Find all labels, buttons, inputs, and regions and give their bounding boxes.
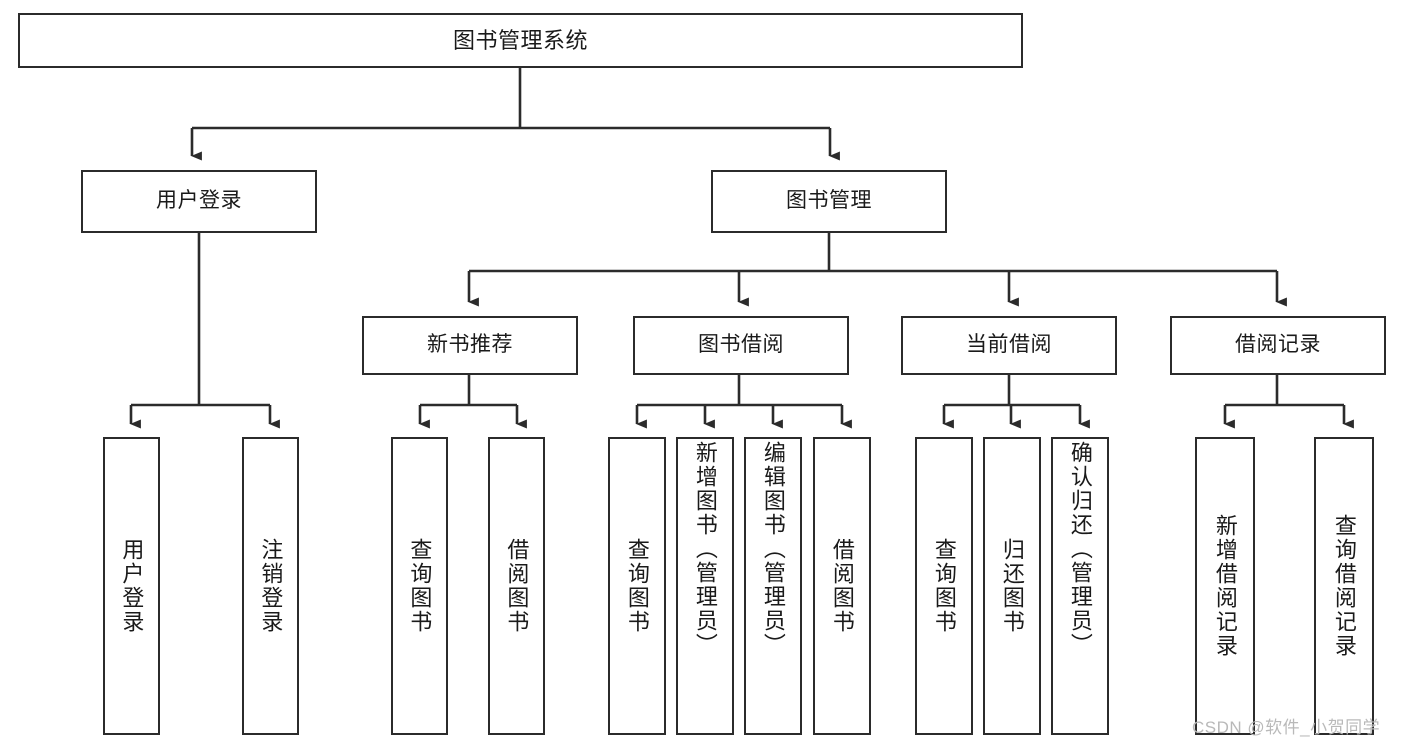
node-label: 借阅图书	[504, 538, 530, 634]
node-leaf-query-borrow-record[interactable]: 查询借阅记录	[1314, 437, 1374, 735]
node-leaf-confirm-return-admin[interactable]: 确认归还（管理员）	[1051, 437, 1109, 735]
node-label: 新增图书（管理员）	[692, 441, 718, 657]
node-label: 查询借阅记录	[1331, 514, 1357, 658]
node-label: 图书管理系统	[452, 27, 588, 53]
node-leaf-query-book-3[interactable]: 查询图书	[915, 437, 973, 735]
node-label: 查询图书	[407, 538, 433, 634]
node-leaf-edit-book-admin[interactable]: 编辑图书（管理员）	[744, 437, 802, 735]
node-leaf-query-book-1[interactable]: 查询图书	[391, 437, 448, 735]
node-leaf-return-book[interactable]: 归还图书	[983, 437, 1041, 735]
node-leaf-logout[interactable]: 注销登录	[242, 437, 299, 735]
node-book-management-system[interactable]: 图书管理系统	[18, 13, 1023, 68]
node-leaf-user-login[interactable]: 用户登录	[103, 437, 160, 735]
node-label: 查询图书	[931, 538, 957, 634]
node-user-login[interactable]: 用户登录	[81, 170, 317, 233]
node-label: 用户登录	[156, 189, 242, 213]
node-leaf-borrow-book-1[interactable]: 借阅图书	[488, 437, 545, 735]
node-label: 图书借阅	[698, 333, 784, 357]
node-label: 当前借阅	[966, 333, 1052, 357]
node-label: 新书推荐	[427, 333, 513, 357]
node-leaf-borrow-book-2[interactable]: 借阅图书	[813, 437, 871, 735]
node-label: 借阅图书	[829, 538, 855, 634]
node-label: 查询图书	[624, 538, 650, 634]
node-label: 注销登录	[258, 538, 284, 634]
node-label: 确认归还（管理员）	[1067, 441, 1093, 657]
node-leaf-add-borrow-record[interactable]: 新增借阅记录	[1195, 437, 1255, 735]
node-label: 编辑图书（管理员）	[760, 441, 786, 657]
node-current-borrowing[interactable]: 当前借阅	[901, 316, 1117, 375]
csdn-watermark: CSDN @软件_小贺同学	[1192, 718, 1381, 737]
node-label: 新增借阅记录	[1212, 514, 1238, 658]
node-label: 用户登录	[119, 538, 145, 634]
node-label: 图书管理	[786, 189, 872, 213]
node-label: 借阅记录	[1235, 333, 1321, 357]
node-leaf-query-book-2[interactable]: 查询图书	[608, 437, 666, 735]
node-new-book-recommendation[interactable]: 新书推荐	[362, 316, 578, 375]
node-book-management[interactable]: 图书管理	[711, 170, 947, 233]
node-borrow-record[interactable]: 借阅记录	[1170, 316, 1386, 375]
node-leaf-add-book-admin[interactable]: 新增图书（管理员）	[676, 437, 734, 735]
node-label: 归还图书	[999, 538, 1025, 634]
node-book-borrowing[interactable]: 图书借阅	[633, 316, 849, 375]
